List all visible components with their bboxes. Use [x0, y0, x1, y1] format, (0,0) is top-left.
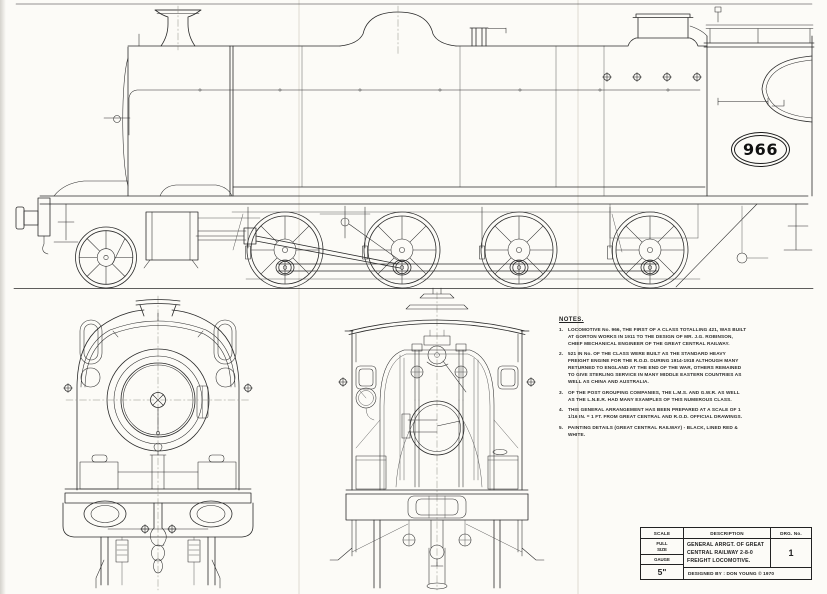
numberplate-number: 966 [743, 140, 778, 159]
cab-numberplate: 966 [731, 132, 790, 167]
scale-header: SCALE [641, 528, 684, 538]
title-block: SCALE DESCRIPTION DRG. No. FULL SIZE GAU… [640, 527, 812, 580]
rear-elevation-view [329, 287, 545, 591]
brake-gear [232, 206, 701, 280]
note-text: PAINTING DETAILS (GREAT CENTRAL RAILWAY)… [568, 424, 738, 437]
note-text: 521 IN No. OF THE CLASS WERE BUILT AS TH… [568, 351, 742, 385]
designed-by-credit: DESIGNED BY : DON YOUNG © 1970 [684, 567, 811, 579]
description-text: GENERAL ARRGT. OF GREAT CENTRAL RAILWAY … [687, 541, 765, 564]
rear-frame-and-steps [609, 203, 813, 288]
note-item: 2. 521 IN No. OF THE CLASS WERE BUILT AS… [559, 351, 747, 386]
note-number: 2. [559, 351, 564, 357]
gauge-label: GAUGE [641, 555, 683, 565]
notes-heading: NOTES. [559, 317, 584, 323]
note-text: THIS GENERAL ARRANGEMENT HAS BEEN PREPAR… [568, 407, 743, 420]
boiler-and-smokebox [103, 5, 706, 197]
firebox [602, 13, 708, 82]
note-text: OF THE POST GROUPING COMPANIES, THE L.M.… [568, 389, 740, 402]
note-item: 1. LOCOMOTIVE No. 966, THE FIRST OF A CL… [559, 327, 747, 348]
note-number: 4. [559, 407, 564, 413]
note-item: 4. THIS GENERAL ARRANGEMENT HAS BEEN PRE… [559, 407, 747, 421]
note-number: 1. [559, 327, 564, 332]
note-number: 3. [559, 389, 564, 395]
cab [703, 6, 815, 197]
drg-no-value: 1 [770, 539, 811, 567]
note-item: 3. OF THE POST GROUPING COMPANIES, THE L… [559, 390, 747, 404]
cylinder [143, 211, 199, 269]
note-text: LOCOMOTIVE No. 966, THE FIRST OF A CLASS… [568, 327, 747, 346]
note-number: 5. [559, 424, 564, 430]
notes-section: NOTES. 1. LOCOMOTIVE No. 966, THE FIRST … [559, 317, 747, 442]
description-header: DESCRIPTION [710, 530, 744, 536]
title-block-header-row: SCALE DESCRIPTION DRG. No. [641, 528, 811, 539]
note-item: 5. PAINTING DETAILS (GREAT CENTRAL RAILW… [559, 425, 747, 439]
gauge-value: 5" [657, 567, 667, 577]
front-elevation-view [62, 295, 254, 591]
motion-and-rods [195, 205, 660, 276]
footplate-and-bufferbeam [15, 180, 809, 255]
scale-column: FULL SIZE GAUGE 5" [641, 539, 684, 579]
wheels [75, 211, 689, 289]
scan-artifacts [15, 0, 813, 594]
side-elevation-view [13, 5, 815, 289]
scale-value: FULL SIZE [641, 539, 683, 555]
drg-no-header: DRG. No. [770, 528, 811, 538]
